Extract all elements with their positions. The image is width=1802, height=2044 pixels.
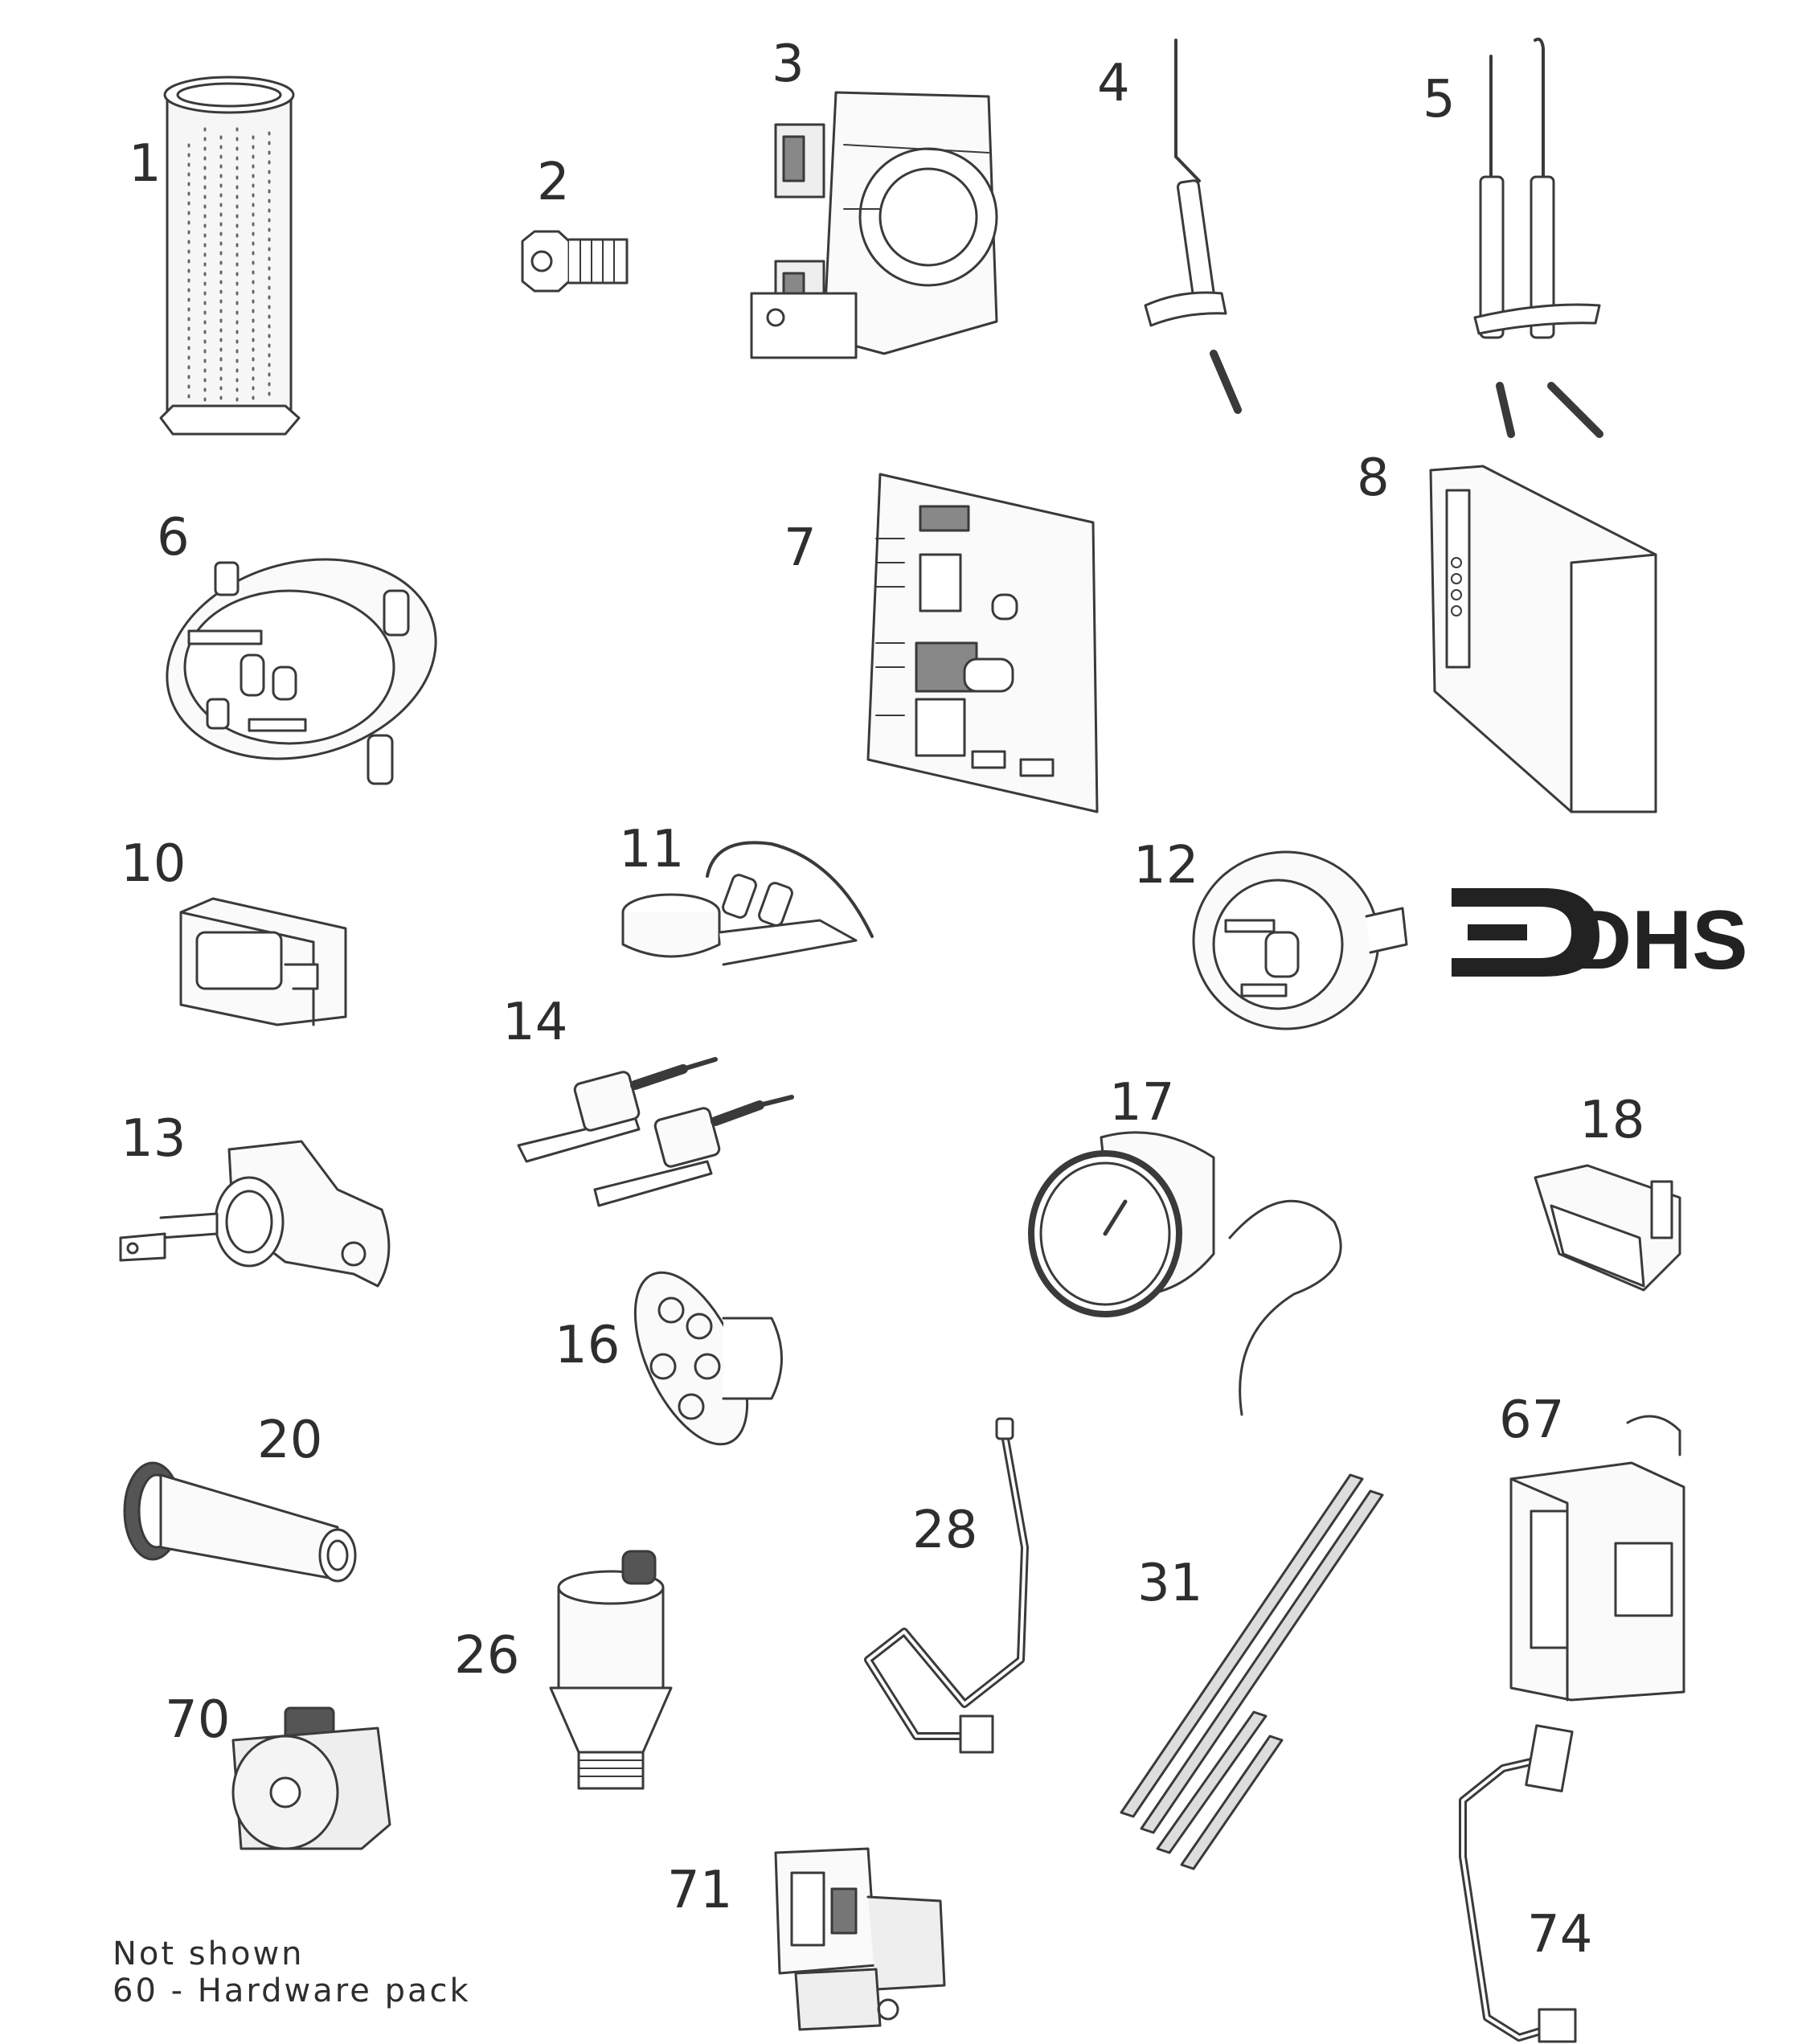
valve-connector-icon — [774, 1847, 946, 2031]
pressure-switch-icon — [166, 558, 437, 785]
part-number-31: 31 — [1137, 1554, 1203, 1613]
rocker-switch-icon — [1534, 1164, 1681, 1292]
part-number-4: 4 — [1097, 54, 1130, 113]
flame-sensor-electrode-icon — [1144, 39, 1242, 414]
logo-text: DHS — [1571, 894, 1748, 987]
not-shown-note: Not shown 60 - Hardware pack — [113, 1935, 471, 2009]
pressure-gauge-icon — [1028, 1131, 1342, 1416]
part-number-18: 18 — [1579, 1091, 1645, 1150]
temperature-sensors-icon — [517, 1057, 794, 1207]
part-number-26: 26 — [454, 1626, 520, 1686]
automatic-air-vent-icon — [549, 1550, 673, 1790]
part-number-67: 67 — [1499, 1391, 1565, 1450]
part-number-13: 13 — [121, 1109, 186, 1169]
pilot-tube-icon — [864, 1417, 1029, 1754]
part-number-1: 1 — [129, 134, 162, 194]
pipe-bracket-icon — [1459, 1724, 1577, 2043]
air-pressure-switch-icon — [1192, 850, 1408, 1030]
connector-block-icon — [179, 897, 347, 1026]
gas-valve-icon — [750, 91, 998, 359]
part-number-3: 3 — [772, 35, 805, 94]
solenoid-coil-icon — [231, 1706, 391, 1850]
part-number-10: 10 — [121, 834, 186, 894]
limit-thermostat-icon — [119, 1140, 391, 1288]
part-number-16: 16 — [555, 1316, 620, 1375]
main-control-board-icon — [866, 473, 1099, 813]
ignition-control-board-icon — [1429, 465, 1657, 813]
part-number-71: 71 — [667, 1861, 733, 1920]
part-number-11: 11 — [619, 820, 685, 879]
note-heading: Not shown — [113, 1935, 305, 1972]
part-number-14: 14 — [502, 993, 568, 1052]
part-number-7: 7 — [784, 518, 817, 578]
part-number-2: 2 — [537, 153, 570, 212]
filter-tube-icon — [159, 76, 301, 436]
overheat-thermostat-icon — [621, 841, 874, 966]
transformer-icon — [1509, 1415, 1685, 1702]
part-number-12: 12 — [1133, 836, 1199, 895]
dhs-logo-icon — [1452, 888, 1599, 977]
injector-nozzle-icon — [521, 230, 629, 293]
control-knob-icon — [633, 1271, 783, 1446]
part-number-20: 20 — [257, 1411, 323, 1470]
part-number-74: 74 — [1527, 1905, 1593, 1964]
part-number-5: 5 — [1423, 70, 1456, 129]
part-number-28: 28 — [912, 1501, 978, 1560]
gasket-strips-icon — [1120, 1473, 1384, 1870]
part-number-8: 8 — [1357, 449, 1390, 508]
note-hardware-pack: 60 - Hardware pack — [113, 1972, 471, 2009]
part-number-6: 6 — [157, 508, 190, 567]
part-number-70: 70 — [165, 1690, 231, 1750]
part-number-17: 17 — [1109, 1073, 1175, 1133]
ignition-electrode-pair-icon — [1473, 37, 1603, 438]
sight-tube-icon — [123, 1461, 357, 1583]
